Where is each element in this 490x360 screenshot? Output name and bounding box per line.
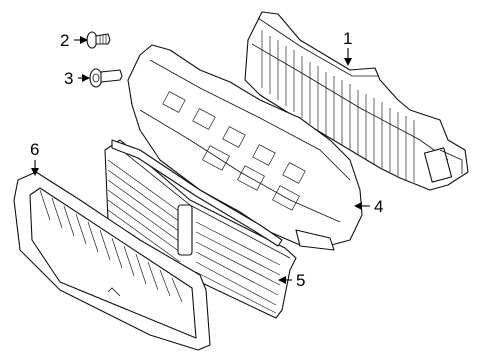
callout-3-label: 3 bbox=[64, 69, 73, 88]
callout-6-label: 6 bbox=[30, 140, 39, 159]
callout-2-label: 2 bbox=[60, 31, 69, 50]
callout-6: 6 bbox=[30, 140, 39, 176]
part-5-louvers bbox=[104, 139, 297, 319]
part-2-screw bbox=[86, 31, 111, 49]
callout-5-label: 5 bbox=[296, 271, 305, 290]
part-3-bolt bbox=[89, 68, 123, 88]
callout-4-label: 4 bbox=[374, 197, 383, 216]
callout-4: 4 bbox=[354, 197, 383, 216]
callout-1-label: 1 bbox=[343, 29, 352, 48]
part-1-shutter-frame bbox=[244, 11, 469, 191]
callout-2: 2 bbox=[60, 31, 88, 50]
callout-5: 5 bbox=[278, 271, 305, 290]
part-6-grille bbox=[13, 171, 211, 351]
callout-1: 1 bbox=[343, 29, 352, 66]
callout-3: 3 bbox=[64, 69, 90, 88]
